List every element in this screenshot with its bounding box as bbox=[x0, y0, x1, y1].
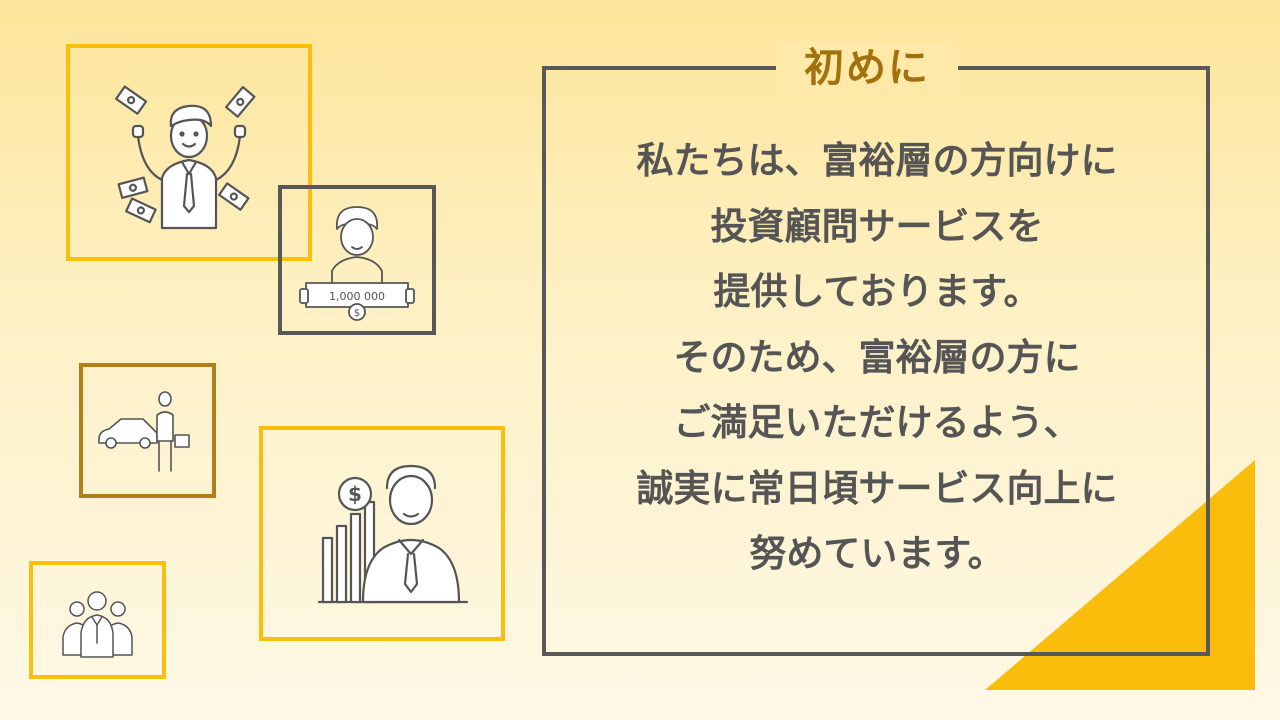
rich-man-money-icon bbox=[115, 85, 256, 230]
message-line-7: 努めています。 bbox=[749, 532, 1005, 575]
advisor-growth-icon: $ bbox=[317, 464, 469, 604]
message-line-2: 投資顧問サービスを bbox=[710, 204, 1044, 248]
dollar-coin-label: $ bbox=[348, 482, 362, 506]
man-with-car-icon bbox=[98, 391, 190, 472]
message-line-6: 誠実に常日頃サービス向上に bbox=[636, 466, 1118, 510]
message-line-3: 提供しております。 bbox=[713, 270, 1041, 313]
message-line-5: ご満足いただけるよう、 bbox=[673, 401, 1081, 444]
car-owner-illustration-frame bbox=[79, 363, 216, 498]
message-line-4: そのため、富裕層の方に bbox=[673, 335, 1081, 379]
check-holder-illustration-frame: 1,000 000 $ bbox=[278, 185, 436, 335]
section-heading: 初めに bbox=[776, 42, 958, 94]
check-dollar-label: $ bbox=[354, 308, 360, 319]
team-illustration-frame bbox=[29, 561, 166, 679]
check-holder-icon: 1,000 000 $ bbox=[299, 206, 415, 321]
team-group-icon bbox=[62, 591, 133, 658]
advisor-chart-illustration-frame: $ bbox=[259, 426, 505, 641]
message-line-1: 私たちは、富裕層の方向けに bbox=[636, 139, 1118, 182]
check-amount-label: 1,000 000 bbox=[329, 290, 385, 303]
intro-message: 私たちは、富裕層の方向けに 投資顧問サービスを 提供しております。 そのため、富… bbox=[546, 128, 1208, 587]
rich-man-illustration-frame bbox=[66, 44, 312, 261]
